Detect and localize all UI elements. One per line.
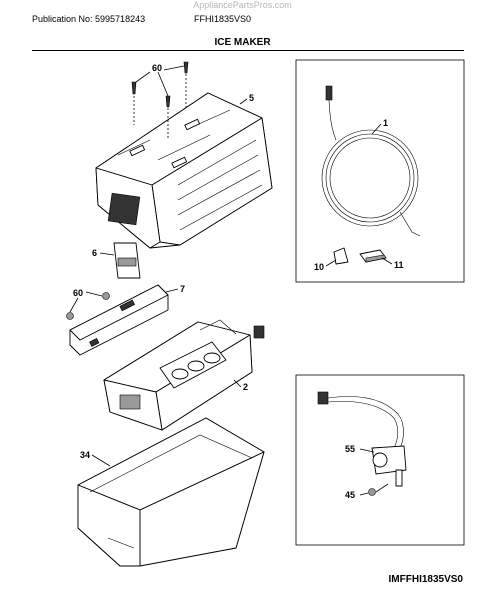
model-number: FFHI1835VS0 bbox=[194, 14, 252, 24]
document-id: IMFFHI1835VS0 bbox=[388, 574, 463, 585]
callout-60-left: 60 bbox=[73, 288, 83, 298]
callout-10: 10 bbox=[314, 262, 324, 272]
callout-11: 11 bbox=[394, 260, 404, 270]
callout-6: 6 bbox=[92, 248, 97, 258]
part-11-clip bbox=[359, 249, 387, 263]
callout-55: 55 bbox=[345, 444, 355, 454]
callout-1: 1 bbox=[383, 118, 388, 128]
watermark: AppliancePartsPros.com bbox=[193, 0, 292, 10]
part-34-ice-bucket bbox=[77, 417, 265, 567]
part-55-water-valve bbox=[317, 391, 407, 487]
part-10-clip bbox=[333, 247, 349, 265]
part-7-bracket bbox=[69, 284, 169, 356]
part-60-screws-left bbox=[66, 291, 110, 320]
header-rule bbox=[32, 50, 464, 51]
publication-number: Publication No: 5995718243 bbox=[32, 14, 146, 24]
inset-box-valve bbox=[295, 374, 465, 546]
callout-7: 7 bbox=[180, 284, 185, 294]
part-2-ice-maker bbox=[103, 319, 265, 431]
part-5-cover bbox=[95, 92, 273, 249]
part-1-coiled-cable bbox=[321, 85, 421, 237]
callout-34: 34 bbox=[80, 450, 90, 460]
section-title: ICE MAKER bbox=[214, 37, 271, 48]
part-45-screw bbox=[368, 483, 389, 496]
callout-2: 2 bbox=[243, 382, 248, 392]
inset-box-cable bbox=[295, 59, 465, 283]
callout-60-top: 60 bbox=[152, 63, 162, 73]
callout-5: 5 bbox=[249, 93, 254, 103]
part-60-screws-top bbox=[131, 61, 189, 140]
callout-45: 45 bbox=[345, 490, 355, 500]
part-6-flap bbox=[113, 242, 141, 279]
